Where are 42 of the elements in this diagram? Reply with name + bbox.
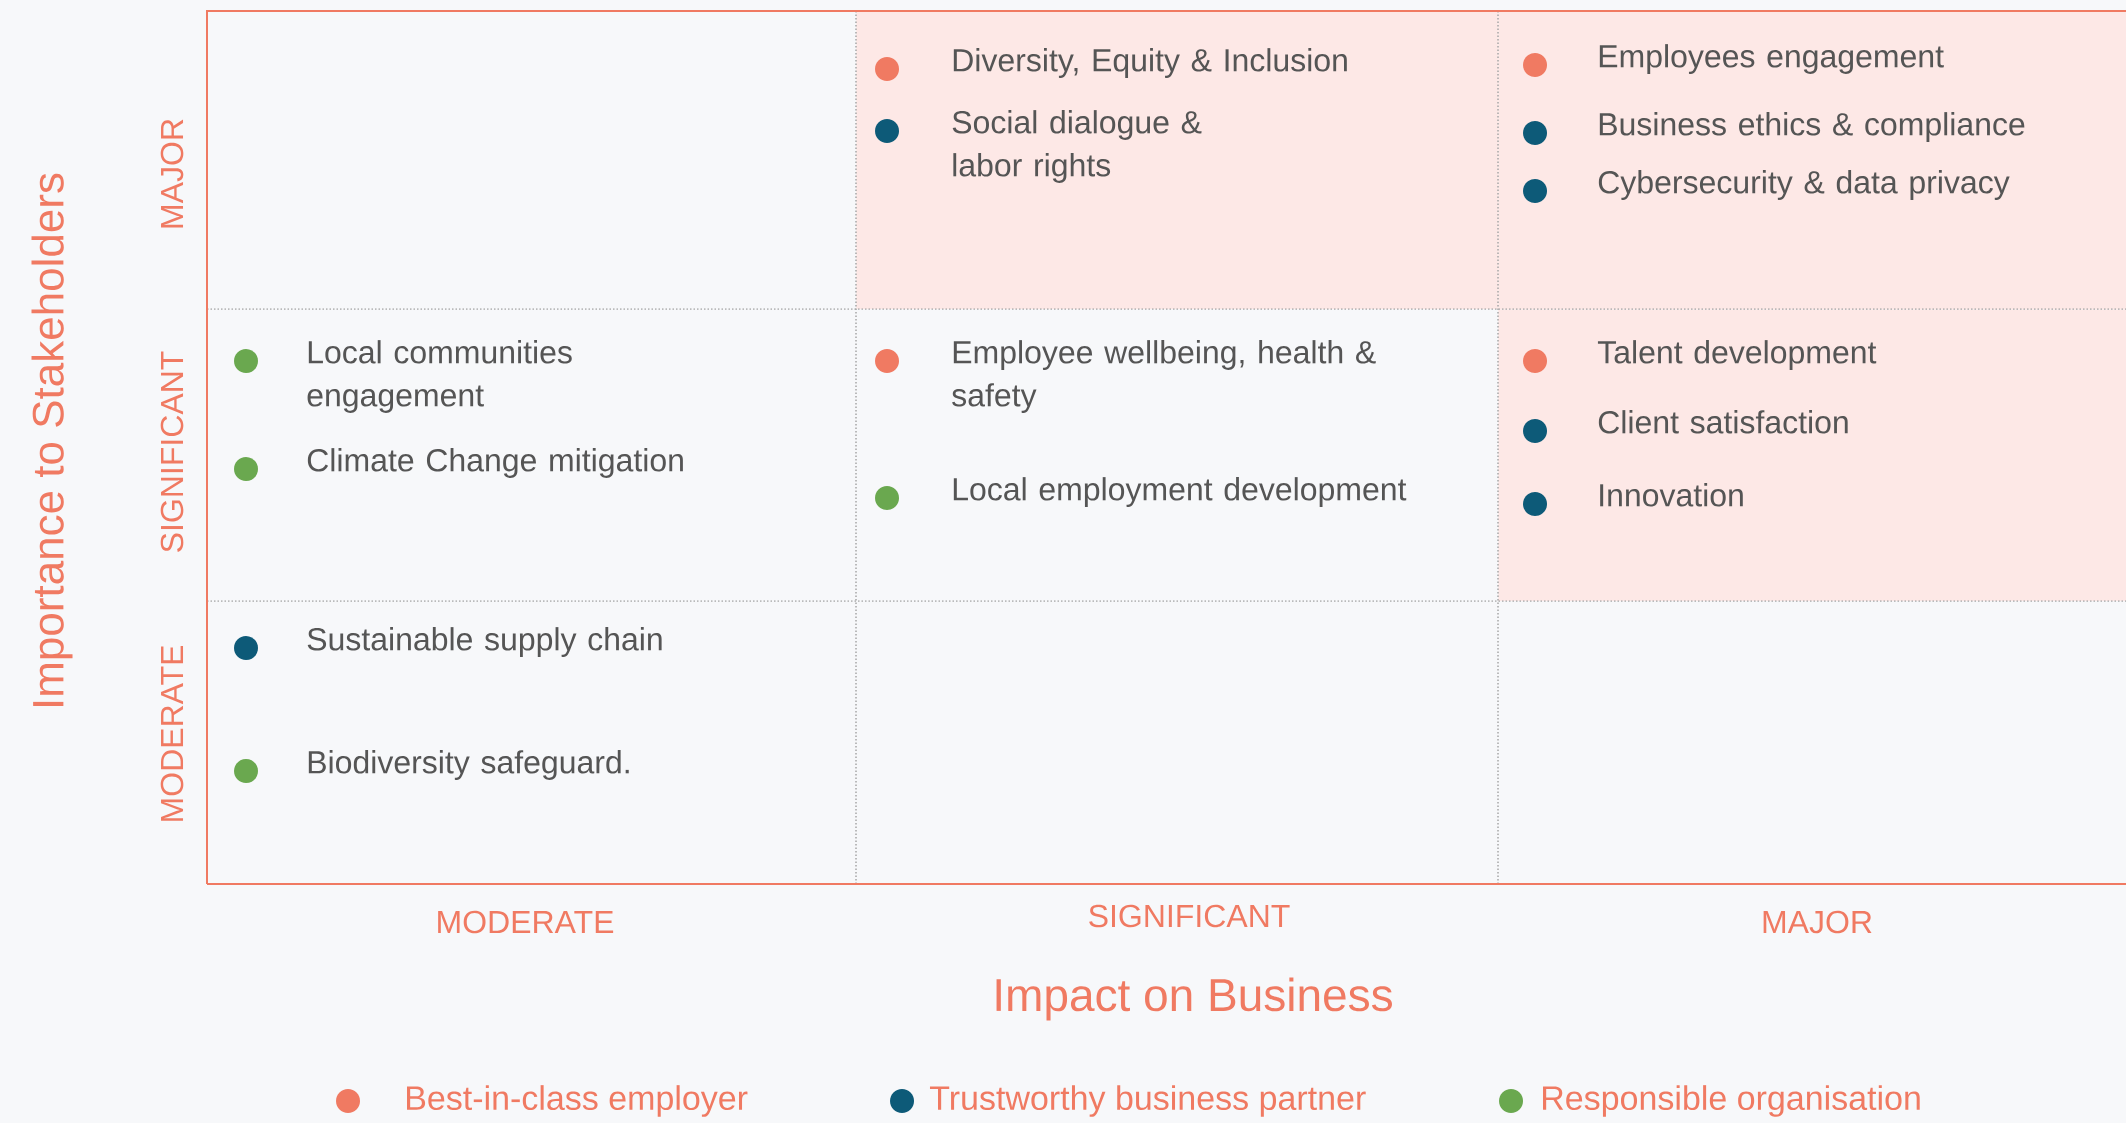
- bullet-dot: [875, 57, 899, 81]
- bullet-dot: [234, 457, 258, 481]
- item-text: Biodiversity safeguard.: [308, 750, 629, 780]
- item-text: Climate Change mitigation: [307, 448, 683, 478]
- item-text: Client satisfaction: [1598, 410, 1848, 434]
- legend-label: Trustworthy business partner: [930, 1085, 1366, 1117]
- bullet-dot: [1523, 53, 1547, 77]
- bullet-dot: [1523, 121, 1547, 145]
- bullet-dot: [1523, 179, 1547, 203]
- bullet-dot: [1523, 492, 1547, 516]
- item-text: Talent development: [1597, 340, 1877, 370]
- axis-level-label: MODERATE: [438, 910, 614, 934]
- bullet-dot: [234, 636, 258, 660]
- axis-title: Impact on Business: [996, 977, 1392, 1021]
- item-text: Business ethics & compliance: [1599, 112, 2025, 142]
- axis-level-label: SIGNIFICANT: [160, 351, 184, 552]
- item-text: Employee wellbeing, health & safety: [952, 340, 1376, 413]
- item-text: Employees engagement: [1599, 44, 1944, 74]
- bullet-dot: [875, 486, 899, 510]
- axis-level-label: MAJOR: [160, 119, 184, 228]
- legend-label: Responsible organisation: [1543, 1085, 1920, 1117]
- matrix-cell: [856, 11, 1499, 310]
- axis-level-label: MAJOR: [1763, 910, 1872, 934]
- bullet-dot: [234, 759, 258, 783]
- item-text: Diversity, Equity & Inclusion: [953, 48, 1347, 78]
- matrix-cell: [1498, 309, 2126, 602]
- item-text: Sustainable supply chain: [307, 627, 662, 657]
- bullet-dot: [875, 349, 899, 373]
- matrix-cell: [1498, 11, 2126, 310]
- item-text: Innovation: [1600, 483, 1743, 507]
- bullet-dot: [875, 119, 899, 143]
- bullet-dot: [234, 349, 258, 373]
- legend-label: Best-in-class employer: [407, 1085, 748, 1117]
- item-text: Social dialogue & labor rights: [952, 110, 1202, 183]
- bullet-dot: [1523, 349, 1547, 373]
- bullet-dot: [1523, 419, 1547, 443]
- axis-level-label: SIGNIFICANT: [1089, 904, 1290, 928]
- item-text: Local employment development: [953, 477, 1407, 507]
- item-text: Cybersecurity & data privacy: [1598, 170, 2010, 200]
- item-text: Local communities engagement: [307, 340, 572, 413]
- axis-level-label: MODERATE: [160, 645, 184, 821]
- axis-title: Importance to Stakeholders: [31, 173, 73, 706]
